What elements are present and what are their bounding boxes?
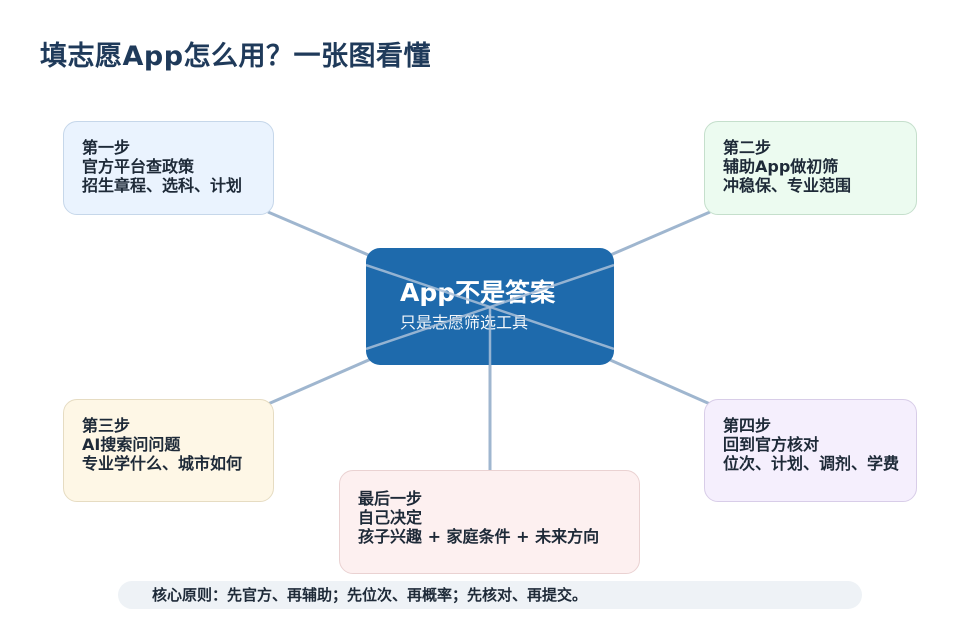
step3-detail: 专业学什么、城市如何 xyxy=(82,454,243,473)
step2-action: 辅助App做初筛 xyxy=(723,157,839,176)
step4-label: 第四步 xyxy=(723,416,772,435)
step1-card: 第一步 官方平台查政策 招生章程、选科、计划 xyxy=(63,121,274,215)
center-subtitle: 只是志愿筛选工具 xyxy=(400,313,529,332)
step3-action: AI搜索问问题 xyxy=(82,435,181,454)
step2-label: 第二步 xyxy=(723,138,772,157)
core-principle-bar: 核心原则：先官方、再辅助；先位次、再概率；先核对、再提交。 xyxy=(118,581,862,609)
step3-card: 第三步 AI搜索问问题 专业学什么、城市如何 xyxy=(63,399,274,502)
step2-card: 第二步 辅助App做初筛 冲稳保、专业范围 xyxy=(704,121,917,215)
final-step-action: 自己决定 xyxy=(358,508,423,527)
final-step-label: 最后一步 xyxy=(358,489,423,508)
final-step-card: 最后一步 自己决定 孩子兴趣 + 家庭条件 + 未来方向 xyxy=(339,470,640,574)
step4-card: 第四步 回到官方核对 位次、计划、调剂、学费 xyxy=(704,399,917,502)
final-step-detail: 孩子兴趣 + 家庭条件 + 未来方向 xyxy=(358,527,600,546)
center-node: App不是答案 只是志愿筛选工具 xyxy=(366,248,614,365)
step4-detail: 位次、计划、调剂、学费 xyxy=(723,454,900,473)
step2-detail: 冲稳保、专业范围 xyxy=(723,176,852,195)
step1-action: 官方平台查政策 xyxy=(82,157,195,176)
page-title: 填志愿App怎么用？一张图看懂 xyxy=(40,41,432,72)
step1-label: 第一步 xyxy=(82,138,131,157)
step4-action: 回到官方核对 xyxy=(723,435,820,454)
center-heading: App不是答案 xyxy=(400,278,556,307)
step3-label: 第三步 xyxy=(82,416,131,435)
step1-detail: 招生章程、选科、计划 xyxy=(82,176,243,195)
